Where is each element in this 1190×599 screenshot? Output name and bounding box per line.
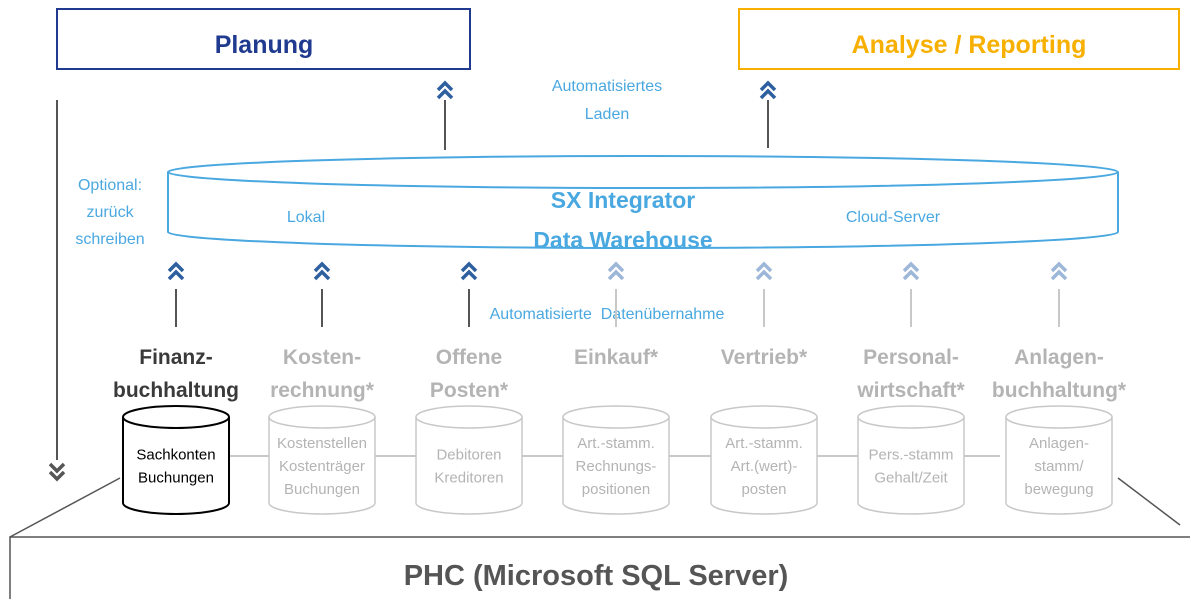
database-cylinder-top — [415, 405, 523, 429]
database-cylinder — [415, 417, 523, 515]
database-label: Debitoren — [436, 447, 501, 464]
module-title-line: Einkauf* — [574, 346, 659, 369]
database-cylinder — [562, 417, 670, 515]
chevron-up-icon — [755, 261, 773, 281]
module-title-line: Posten* — [430, 379, 509, 402]
database-cylinder — [268, 417, 376, 515]
reporting-label: Analyse / Reporting — [852, 31, 1087, 59]
database-cylinder-top — [710, 405, 818, 429]
database-label: Buchungen — [284, 481, 360, 498]
data-warehouse-cylinder — [167, 155, 1119, 249]
database-label: Kreditoren — [434, 470, 503, 487]
chevron-up-icon — [167, 261, 185, 281]
warehouse-cloud-label: Cloud-Server — [846, 209, 941, 226]
phc-platform — [9, 477, 1190, 599]
chevron-up-icon — [759, 80, 777, 100]
module-4: Einkauf* Art.-stamm. Rechnungs-positionen — [562, 261, 670, 515]
warehouse-title-line2: Data Warehouse — [533, 227, 712, 253]
module-title-line: wirtschaft* — [856, 379, 965, 402]
module-7: Anlagen-buchhaltung* Anlagen-stamm/bewegu… — [992, 261, 1127, 515]
takeover-label: Automatisierte Datenübernahme — [490, 306, 725, 323]
module-6: Personal-wirtschaft* Pers.-stammGehalt/Ze… — [856, 261, 966, 515]
database-cylinder-top — [1005, 405, 1113, 429]
database-label: bewegung — [1024, 481, 1093, 498]
database-label: stamm/ — [1034, 458, 1084, 475]
chevron-up-icon — [1050, 261, 1068, 281]
chevron-up-icon — [607, 261, 625, 281]
module-title-line: Anlagen- — [1014, 346, 1104, 369]
database-label: Art.-stamm. — [577, 435, 655, 452]
module-title-line: rechnung* — [270, 379, 375, 402]
module-2: Kosten-rechnung* KostenstellenKostenträge… — [268, 261, 376, 515]
module-5: Vertrieb* Art.-stamm. Art.(wert)- posten — [710, 261, 818, 515]
database-label: Art.(wert)- — [731, 458, 798, 475]
warehouse-title-line1: SX Integrator — [551, 187, 695, 213]
warehouse-local-label: Lokal — [287, 209, 325, 226]
database-label: Rechnungs- — [576, 458, 657, 475]
auto-load-line2: Laden — [585, 106, 630, 123]
chevron-up-icon — [460, 261, 478, 281]
auto-load-line1: Automatisiertes — [552, 78, 662, 95]
database-label: positionen — [582, 481, 650, 498]
database-cylinder-top — [562, 405, 670, 429]
chevron-up-icon — [313, 261, 331, 281]
reporting-box — [738, 8, 1180, 70]
chevron-down-icon — [48, 462, 66, 482]
module-title-line: Offene — [436, 346, 503, 369]
modules-layer: Finanz-buchhaltungSachkontenBuchungenKos… — [113, 261, 1127, 515]
database-cylinder-top — [122, 405, 230, 429]
database-cylinder — [1005, 417, 1113, 515]
database-cylinder — [857, 417, 965, 515]
database-label: Kostenstellen — [277, 435, 367, 452]
database-label: Art.-stamm. — [725, 435, 803, 452]
database-cylinder-top — [268, 405, 376, 429]
module-title-line: Personal- — [863, 346, 959, 369]
writeback-line3: schreiben — [75, 231, 144, 248]
chevron-up-icon — [436, 80, 454, 100]
database-label: Sachkonten — [136, 447, 215, 464]
writeback-line2: zurück — [86, 204, 134, 221]
database-label: Anlagen- — [1029, 435, 1089, 452]
module-title-line: buchhaltung — [113, 379, 239, 402]
phc-label: PHC (Microsoft SQL Server) — [404, 560, 789, 592]
planung-label: Planung — [215, 31, 314, 59]
database-label: posten — [741, 481, 786, 498]
planung-box — [56, 8, 471, 70]
module-title-line: Finanz- — [139, 346, 213, 369]
database-cylinder — [710, 417, 818, 515]
module-title-line: buchhaltung* — [992, 379, 1127, 402]
database-label: Buchungen — [138, 470, 214, 487]
database-label: Kostenträger — [279, 458, 365, 475]
chevron-up-icon — [902, 261, 920, 281]
database-label: Gehalt/Zeit — [874, 470, 948, 487]
database-cylinder — [122, 417, 230, 515]
writeback-line1: Optional: — [78, 177, 142, 194]
database-cylinder-top — [857, 405, 965, 429]
module-title-line: Vertrieb* — [721, 346, 808, 369]
database-label: Pers.-stamm — [868, 447, 953, 464]
module-title-line: Kosten- — [283, 346, 361, 369]
